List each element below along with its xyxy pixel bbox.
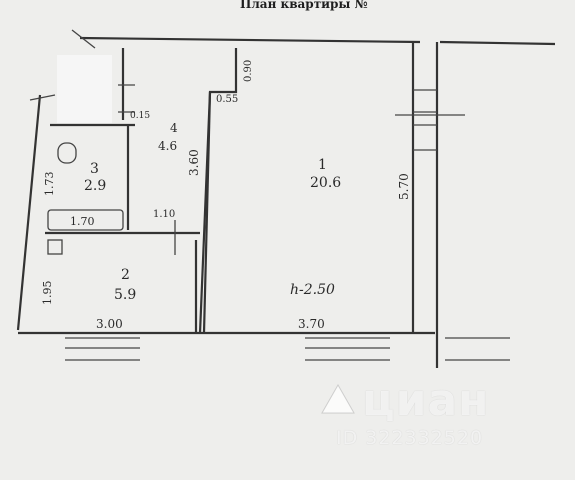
dim-bath-height: 1.73 <box>43 171 56 197</box>
door-room3 <box>118 84 135 113</box>
wall-tick-left <box>29 94 56 101</box>
plan-title: План квартиры № <box>240 0 368 11</box>
room-1-number: 1 <box>318 157 327 173</box>
dim-height-room1: 5.70 <box>397 173 411 200</box>
dim-pier-small: 0.55 <box>216 94 239 105</box>
cian-logo-icon <box>321 383 355 414</box>
dim-corridor-width: 1.10 <box>153 209 176 220</box>
window-right-2 <box>445 337 510 361</box>
room-1-area: 20.6 <box>310 175 342 191</box>
dim-niche: 0.15 <box>130 111 151 121</box>
exterior-wall-left <box>16 94 42 331</box>
dim-width-room2: 3.00 <box>96 317 123 331</box>
watermark-brand: циан <box>362 375 490 426</box>
dim-width-room1: 3.70 <box>298 317 325 331</box>
door-right <box>413 89 437 151</box>
corridor-inner <box>202 91 212 334</box>
dim-pier-top: 0.90 <box>243 59 254 82</box>
room-4-area: 4.6 <box>158 139 178 153</box>
cian-watermark: циан ID 322332520 <box>320 375 490 449</box>
wall-corridor-right <box>198 48 238 334</box>
stair-block <box>57 55 112 123</box>
room-2-area: 5.9 <box>114 287 137 303</box>
ceiling-height: h-2.50 <box>290 282 335 298</box>
watermark-listing-id: ID 322332520 <box>336 427 484 449</box>
dim-room2-height: 1.95 <box>41 280 54 306</box>
toilet-icon <box>57 142 77 164</box>
window-left-1 <box>65 337 140 361</box>
exterior-wall-top-right <box>439 40 556 46</box>
exterior-wall-top <box>79 36 421 44</box>
dim-bath-width: 1.70 <box>70 215 95 228</box>
room-2-number: 2 <box>121 267 130 283</box>
wall-tick-top <box>71 29 96 49</box>
bathtub-icon <box>47 209 124 231</box>
room-3-area: 2.9 <box>84 178 107 194</box>
sink-icon <box>47 239 63 255</box>
window-right-1 <box>305 337 390 361</box>
dim-corridor-wall: 3.60 <box>187 149 201 176</box>
room-3-number: 3 <box>90 161 99 177</box>
room-4-number: 4 <box>170 121 178 135</box>
